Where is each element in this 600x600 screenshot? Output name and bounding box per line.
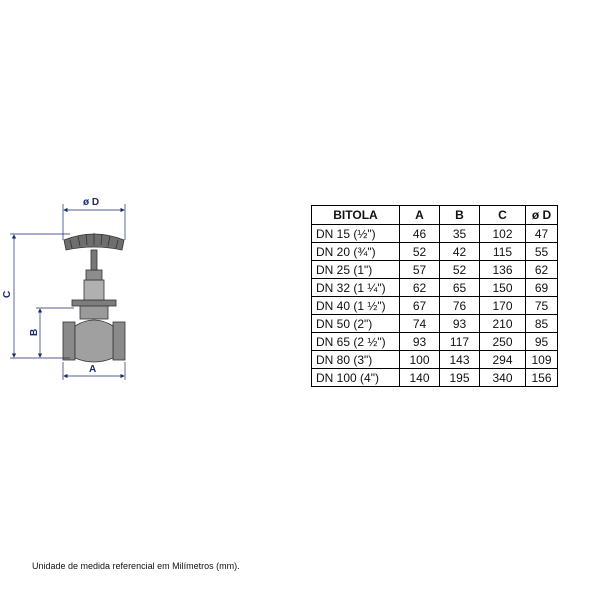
- cell-d: 55: [525, 242, 558, 261]
- cell-size: DN 32 (1 ¼"): [311, 278, 400, 297]
- header-bitola: BITOLA: [311, 205, 400, 225]
- cell-a: 100: [399, 350, 440, 369]
- cell-b: 42: [439, 242, 480, 261]
- cell-size: DN 25 (1"): [311, 260, 400, 279]
- table-row: DN 80 (3") 100 143 294 109: [311, 350, 558, 369]
- cell-d: 85: [525, 314, 558, 333]
- cell-size: DN 80 (3"): [311, 350, 400, 369]
- cell-a: 140: [399, 368, 440, 387]
- cell-size: DN 65 (2 ½"): [311, 332, 400, 351]
- handwheel: [63, 233, 125, 251]
- table-row: DN 50 (2") 74 93 210 85: [311, 314, 558, 333]
- cell-c: 210: [479, 314, 526, 333]
- footnote: Unidade de medida referencial em Milímet…: [32, 561, 240, 571]
- cell-d: 95: [525, 332, 558, 351]
- cell-a: 46: [399, 224, 440, 243]
- table-row: DN 25 (1") 57 52 136 62: [311, 260, 558, 279]
- cell-d: 69: [525, 278, 558, 297]
- cell-a: 67: [399, 296, 440, 315]
- cell-a: 57: [399, 260, 440, 279]
- cell-size: DN 20 (¾"): [311, 242, 400, 261]
- table-row: DN 20 (¾") 52 42 115 55: [311, 242, 558, 261]
- table-header-row: BITOLA A B C ø D: [311, 205, 558, 225]
- dimension-lines: [10, 204, 126, 380]
- cell-d: 109: [525, 350, 558, 369]
- header-b: B: [439, 205, 480, 225]
- cell-c: 250: [479, 332, 526, 351]
- cell-c: 170: [479, 296, 526, 315]
- dim-label-c: C: [2, 291, 13, 298]
- dim-label-d: ø D: [83, 197, 99, 208]
- cell-c: 136: [479, 260, 526, 279]
- cell-size: DN 100 (4"): [311, 368, 400, 387]
- cell-d: 62: [525, 260, 558, 279]
- cell-c: 340: [479, 368, 526, 387]
- table-row: DN 100 (4") 140 195 340 156: [311, 368, 558, 387]
- cell-c: 294: [479, 350, 526, 369]
- dim-label-b: B: [29, 329, 40, 336]
- cell-size: DN 15 (½"): [311, 224, 400, 243]
- header-a: A: [399, 205, 440, 225]
- table-row: DN 40 (1 ½") 67 76 170 75: [311, 296, 558, 315]
- cell-d: 156: [525, 368, 558, 387]
- cell-b: 195: [439, 368, 480, 387]
- valve-body: [62, 249, 126, 363]
- cell-a: 52: [399, 242, 440, 261]
- cell-d: 47: [525, 224, 558, 243]
- cell-b: 143: [439, 350, 480, 369]
- cell-b: 35: [439, 224, 480, 243]
- cell-c: 150: [479, 278, 526, 297]
- table-row: DN 65 (2 ½") 93 117 250 95: [311, 332, 558, 351]
- cell-size: DN 40 (1 ½"): [311, 296, 400, 315]
- valve-dimension-drawing: ø D C B A: [2, 197, 126, 380]
- header-d: ø D: [525, 205, 558, 225]
- header-c: C: [479, 205, 526, 225]
- cell-b: 76: [439, 296, 480, 315]
- table-row: DN 15 (½") 46 35 102 47: [311, 224, 558, 243]
- cell-b: 52: [439, 260, 480, 279]
- cell-c: 115: [479, 242, 526, 261]
- cell-a: 62: [399, 278, 440, 297]
- cell-b: 65: [439, 278, 480, 297]
- cell-a: 74: [399, 314, 440, 333]
- cell-b: 93: [439, 314, 480, 333]
- cell-c: 102: [479, 224, 526, 243]
- cell-a: 93: [399, 332, 440, 351]
- cell-d: 75: [525, 296, 558, 315]
- dimension-table: BITOLA A B C ø D DN 15 (½") 46 35 102 47…: [311, 205, 558, 387]
- cell-size: DN 50 (2"): [311, 314, 400, 333]
- dim-label-a: A: [89, 364, 96, 375]
- cell-b: 117: [439, 332, 480, 351]
- table-row: DN 32 (1 ¼") 62 65 150 69: [311, 278, 558, 297]
